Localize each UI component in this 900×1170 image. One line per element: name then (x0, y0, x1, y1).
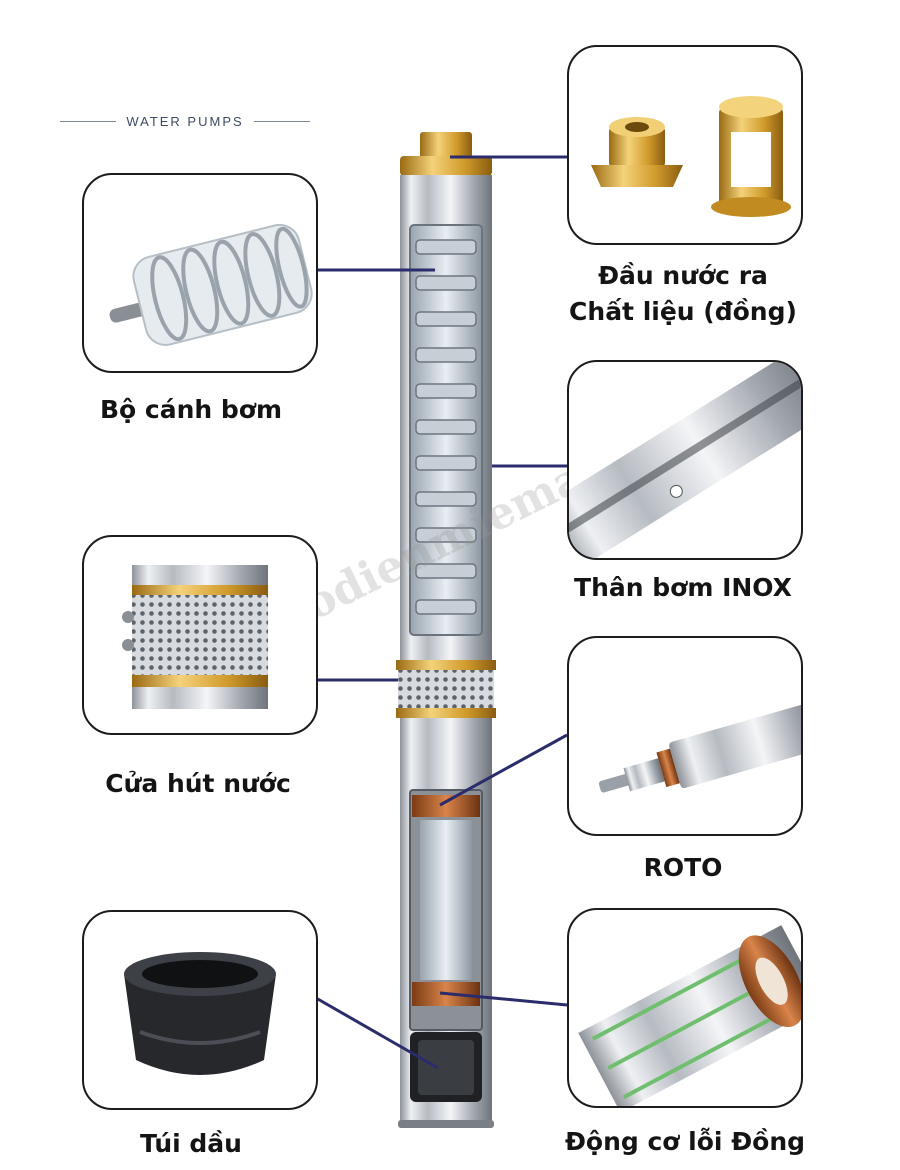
impeller-stage (415, 455, 477, 471)
impeller-window (409, 224, 483, 636)
brass-outlet-icon (591, 96, 791, 217)
impeller-stage (415, 275, 477, 291)
impeller-stage (415, 527, 477, 543)
card-motor (567, 908, 803, 1108)
copper-stator-icon (578, 925, 801, 1106)
impeller-stage (415, 599, 477, 615)
impeller-stage (415, 383, 477, 399)
leader-line-oil (315, 996, 439, 1070)
impeller-stage (415, 311, 477, 327)
leader-lines (315, 155, 568, 1070)
card-inlet (82, 535, 318, 735)
label-inlet: Cửa hút nước (105, 769, 291, 798)
brand-rule-right (253, 120, 310, 122)
impeller-stage (415, 239, 477, 255)
brand-text: WATER PUMPS (126, 113, 244, 129)
pump-intake (396, 660, 496, 718)
pump-outlet-head (400, 132, 492, 176)
oil-bag-icon (124, 952, 276, 1075)
impeller-stack-icon (109, 223, 313, 346)
label-oil: Túi dầu (140, 1129, 242, 1158)
impeller-stage (415, 563, 477, 579)
motor-window (409, 789, 483, 1031)
label-outlet: Đầu nước ra Chất liệu (đồng) (548, 258, 818, 330)
rotor-shaft-icon (598, 699, 801, 793)
steel-tube-icon (569, 362, 801, 558)
card-body (567, 360, 803, 560)
label-body: Thân bơm INOX (574, 573, 792, 602)
leader-line-rotor (439, 733, 568, 807)
card-rotor (567, 636, 803, 836)
label-outlet-line-2: Chất liệu (đồng) (569, 297, 797, 326)
card-outlet (567, 45, 803, 245)
card-oil (82, 910, 318, 1110)
brand-header: WATER PUMPS (60, 112, 310, 130)
impeller-stage (415, 491, 477, 507)
oil-section (410, 1032, 482, 1102)
label-rotor: ROTO (643, 853, 723, 882)
label-impeller: Bộ cánh bơm (99, 395, 283, 424)
leader-line-motor (439, 991, 568, 1007)
impeller-stage (415, 419, 477, 435)
label-outlet-line-1: Đầu nước ra (598, 261, 768, 290)
label-motor: Động cơ lỗi Đồng (564, 1127, 806, 1156)
impeller-stage (415, 347, 477, 363)
brand-rule-left (60, 120, 117, 122)
card-impeller (82, 173, 318, 373)
pump-bottom-cap (398, 1120, 494, 1128)
intake-mesh-icon (122, 565, 268, 709)
